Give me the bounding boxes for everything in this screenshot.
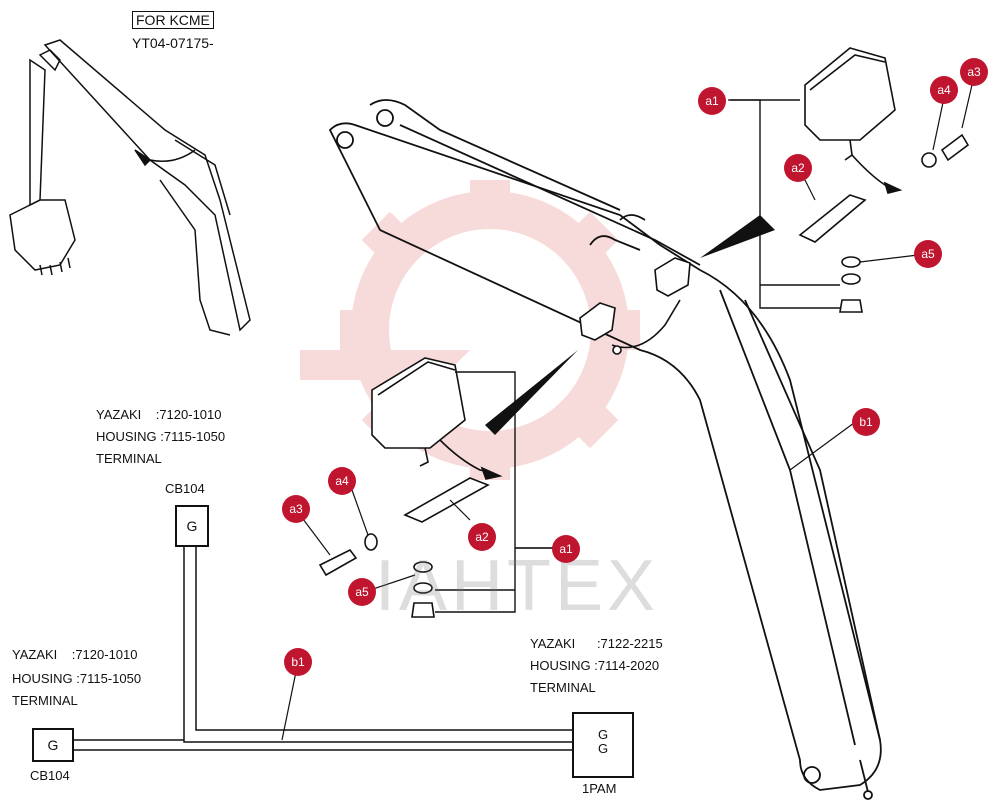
- callout-a5-bottom[interactable]: a5: [348, 578, 376, 606]
- callout-a3-bottom[interactable]: a3: [282, 495, 310, 523]
- header-tag: FOR KCME: [132, 11, 214, 29]
- connector-label: CB104: [30, 768, 70, 783]
- callout-a3-top[interactable]: a3: [960, 58, 988, 86]
- header-serial: YT04-07175-: [132, 35, 214, 51]
- lamp-assembly-top: [798, 47, 970, 313]
- connector-g-top: G: [175, 505, 209, 547]
- boom-arm: [328, 99, 882, 800]
- pointer-arrow-icon: [700, 215, 775, 258]
- spec-line: TERMINAL: [530, 680, 596, 695]
- connector-g-left: G: [32, 728, 74, 762]
- spec-line: HOUSING :7115-1050: [96, 429, 226, 444]
- spec-line: YAZAKI :7120-1010: [12, 647, 138, 662]
- spec-line: YAZAKI :7120-1010: [96, 407, 222, 422]
- spec-line: TERMINAL: [96, 451, 162, 466]
- spec-line: HOUSING :7114-2020: [530, 658, 660, 673]
- callout-b1-top[interactable]: b1: [852, 408, 880, 436]
- callout-a2-top[interactable]: a2: [784, 154, 812, 182]
- callout-a2-bottom[interactable]: a2: [468, 523, 496, 551]
- callout-b1-bottom[interactable]: b1: [284, 648, 312, 676]
- pointer-arrow-icon: [485, 350, 578, 435]
- connector-label: CB104: [165, 481, 205, 496]
- callout-a1-bottom[interactable]: a1: [552, 535, 580, 563]
- connector-1pam: G G: [572, 712, 634, 778]
- harness-wiring: [70, 547, 572, 751]
- spec-line: YAZAKI :7122-2215: [530, 636, 663, 651]
- boom-mounted-lamps: [579, 257, 691, 355]
- connector-label: 1PAM: [582, 781, 617, 796]
- spec-line: HOUSING :7115-1050: [12, 671, 142, 686]
- connector-pin-label: G: [597, 727, 609, 742]
- connector-pin-label: G: [597, 741, 609, 756]
- callout-a5-top[interactable]: a5: [914, 240, 942, 268]
- callout-a4-top[interactable]: a4: [930, 76, 958, 104]
- watermark-text: IAHTEX: [375, 546, 660, 626]
- excavator-thumbnail: [9, 39, 251, 336]
- callout-a1-top[interactable]: a1: [698, 87, 726, 115]
- spec-line: TERMINAL: [12, 693, 78, 708]
- callout-a4-bottom[interactable]: a4: [328, 467, 356, 495]
- lamp-assembly-bottom: [318, 357, 503, 618]
